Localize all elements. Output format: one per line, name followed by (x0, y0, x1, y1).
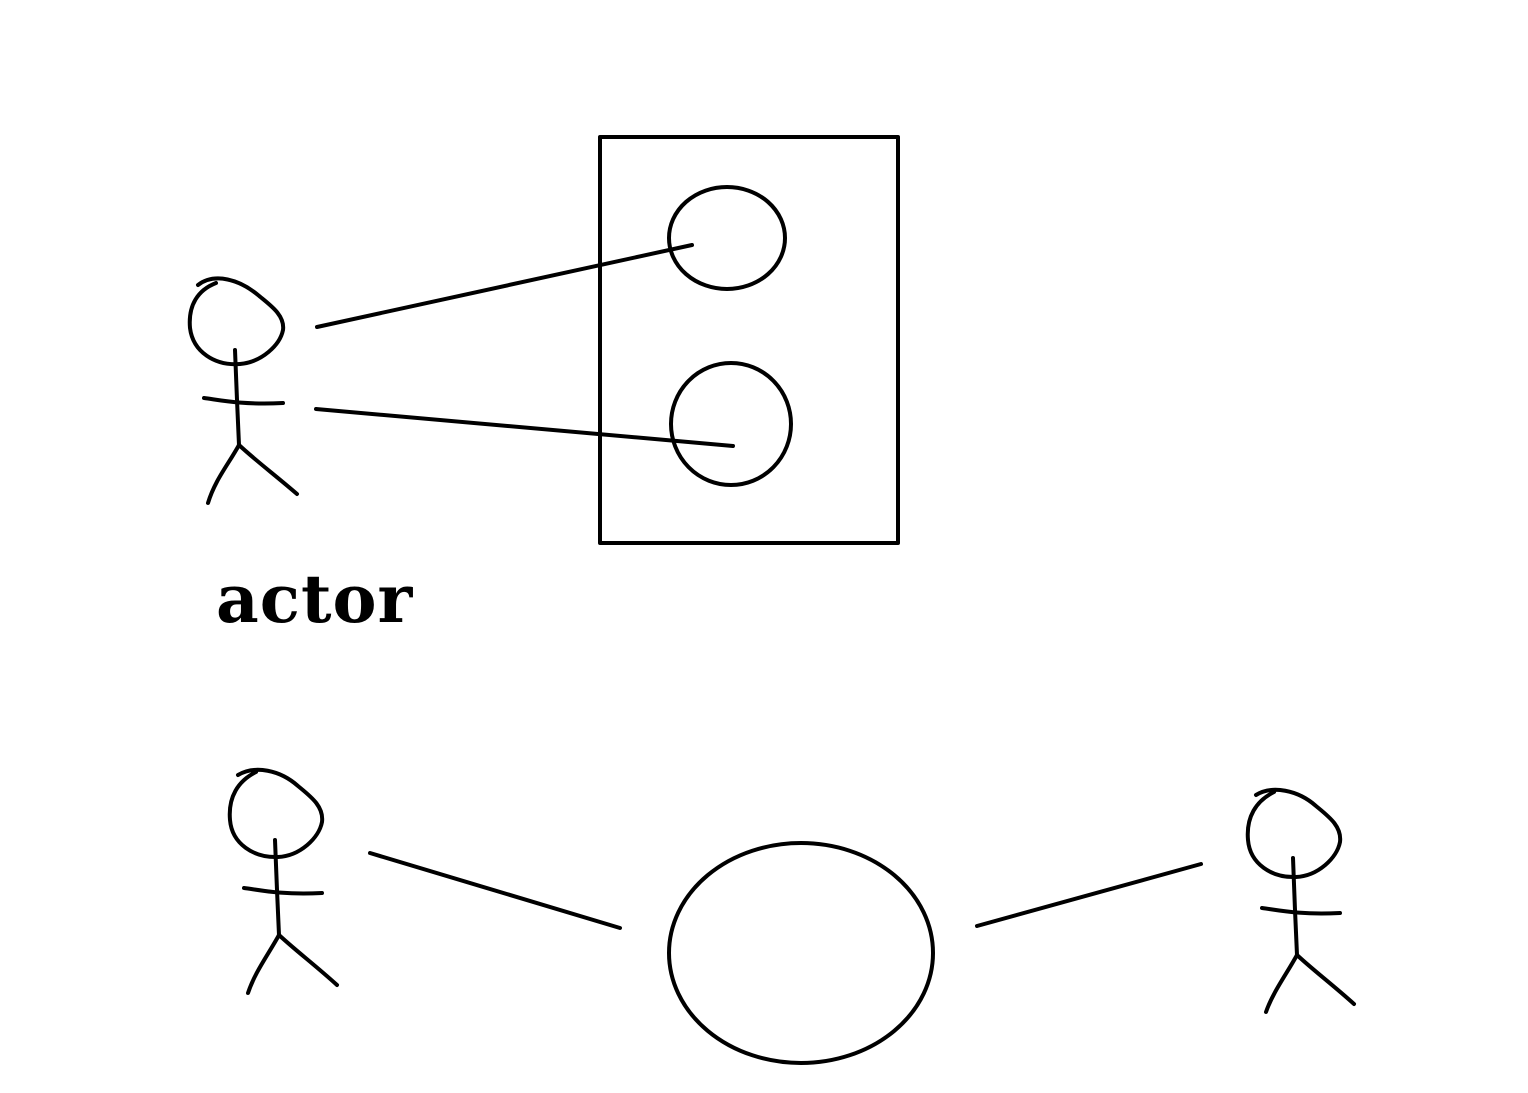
association-top (315, 243, 694, 329)
use-case-bottom (669, 361, 793, 487)
association-left (368, 851, 622, 930)
use-case-center (667, 841, 935, 1065)
association-bottom (314, 407, 735, 448)
actor-left-leg (1264, 953, 1299, 1014)
actor-body (1291, 856, 1299, 957)
actor-label: actor (216, 560, 414, 638)
system-boundary (598, 135, 900, 545)
actor-body (273, 838, 281, 937)
actor-right-leg (277, 933, 339, 987)
actor-head (227, 767, 325, 860)
actor-right-leg (1295, 953, 1356, 1006)
actor-figure-bottom-left (227, 767, 339, 995)
actor-left-leg (246, 933, 281, 995)
actor-arms (242, 886, 324, 896)
actor-figure-bottom-right (1245, 787, 1356, 1014)
actor-right-leg (237, 443, 299, 496)
actor-left-leg (206, 443, 241, 505)
actor-body (233, 348, 241, 447)
actor-arms (1260, 906, 1342, 916)
actor-head (187, 276, 286, 367)
association-right (975, 862, 1203, 928)
actor-figure-top-left (187, 276, 299, 505)
actor-arms (202, 396, 285, 406)
actor-head (1245, 787, 1343, 880)
use-case-top (667, 185, 787, 291)
